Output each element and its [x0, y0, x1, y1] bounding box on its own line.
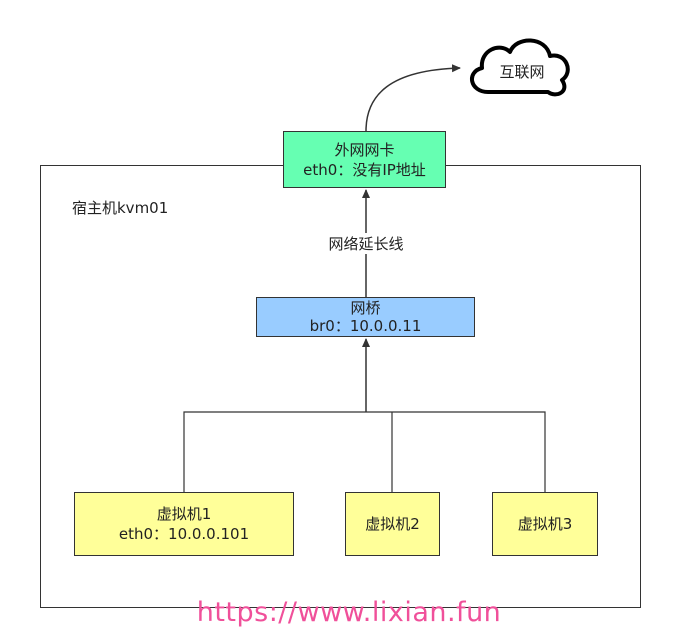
vm1-node: 虚拟机1 eth0：10.0.0.101 — [74, 492, 294, 556]
vm3-node: 虚拟机3 — [492, 492, 598, 556]
bridge-title: 网桥 — [350, 299, 381, 317]
nic-title: 外网网卡 — [334, 140, 395, 159]
host-label: 宿主机kvm01 — [72, 199, 169, 217]
nic-detail: eth0：没有IP地址 — [303, 160, 426, 179]
vm2-title: 虚拟机2 — [365, 515, 420, 533]
cloud-icon — [470, 38, 570, 97]
bridge-node: 网桥 br0：10.0.0.11 — [256, 297, 475, 337]
vm1-detail: eth0：10.0.0.101 — [118, 525, 250, 543]
uplink-edge — [365, 64, 461, 132]
extension-edge-label: 网络延长线 — [318, 233, 414, 254]
external-nic-node: 外网网卡 eth0：没有IP地址 — [283, 131, 446, 188]
vm2-node: 虚拟机2 — [345, 492, 440, 556]
vm1-title: 虚拟机1 — [156, 505, 212, 523]
internet-label: 互联网 — [499, 63, 545, 81]
bridge-detail: br0：10.0.0.11 — [309, 317, 422, 335]
vm3-title: 虚拟机3 — [517, 515, 573, 533]
watermark-text: https://www.lixian.fun — [196, 597, 502, 628]
vm-bus-line — [183, 411, 546, 492]
